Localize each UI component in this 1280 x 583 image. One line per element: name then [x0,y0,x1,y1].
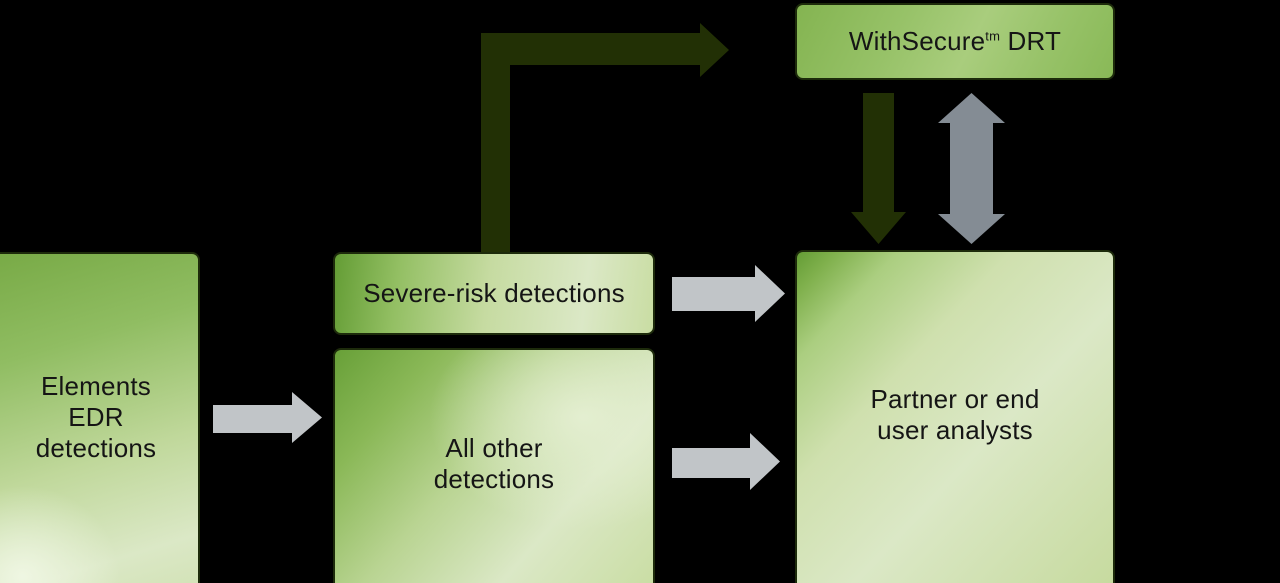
elements-edr-label: Elements EDR detections [35,370,157,463]
arrow-elements-to-all-other [213,392,322,443]
arrow-all-other-to-partner [672,433,780,490]
trademark-superscript: tm [985,28,1001,44]
arrow-severe-risk-to-partner [672,265,785,322]
withsecure-drt-label: WithSecuretm DRT [848,26,1062,56]
arrow-drt-partner-bidirectional [938,93,1005,244]
node-withsecure-drt: WithSecuretm DRT [795,3,1115,80]
arrow-drt-to-partner [851,93,906,244]
node-elements-edr-detections: Elements EDR detections [0,252,200,583]
partner-label: Partner or end user analysts [870,384,1040,445]
all-other-label: All other detections [433,433,555,494]
node-severe-risk-detections: Severe-risk detections [333,252,655,335]
node-all-other-detections: All other detections [333,348,655,583]
severe-risk-label: Severe-risk detections [363,278,625,308]
node-partner-or-end-user-analysts: Partner or end user analysts [795,250,1115,583]
arrow-severe-risk-to-drt [481,23,729,253]
